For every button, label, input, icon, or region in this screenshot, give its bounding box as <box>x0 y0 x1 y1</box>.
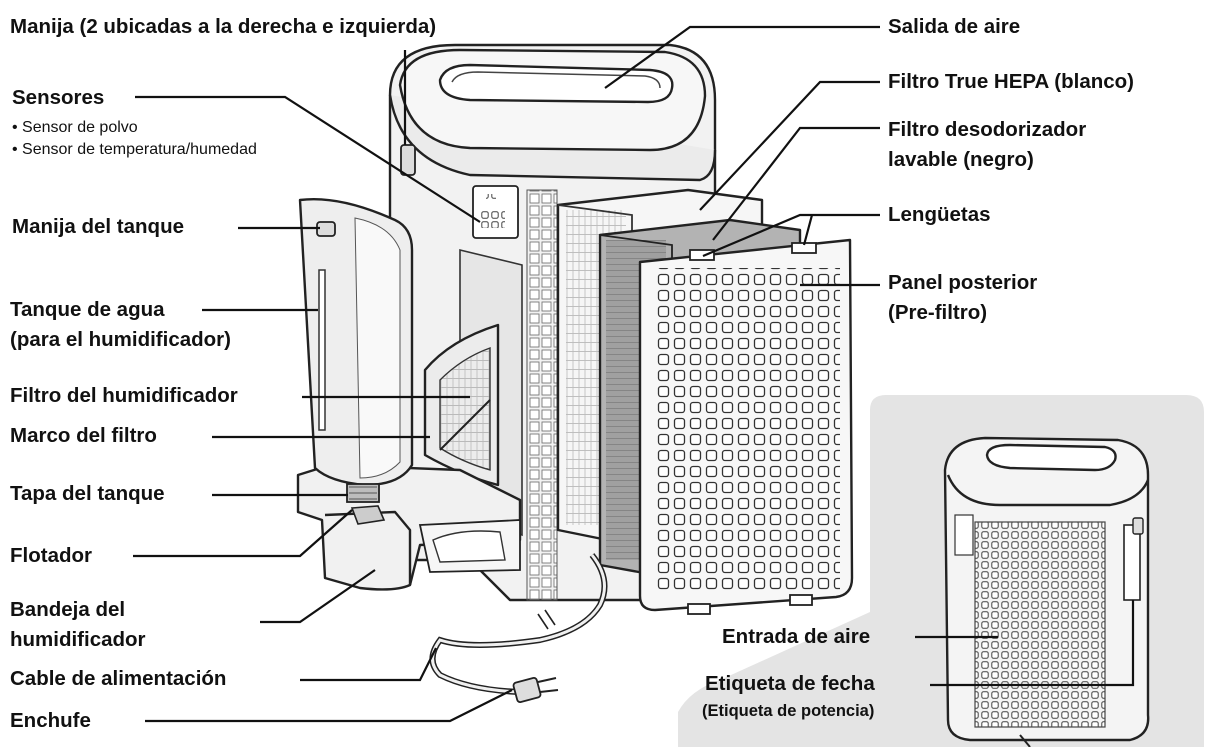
date-label-plate <box>1123 524 1141 601</box>
label-sensor-polvo: • Sensor de polvo <box>12 119 138 136</box>
label-panel-posterior-sub: (Pre-filtro) <box>888 301 988 324</box>
leader-lines <box>133 25 1135 723</box>
label-filtro-desodorizador: Filtro desodorizador <box>888 118 1087 141</box>
label-entrada-aire: Entrada de aire <box>722 625 871 648</box>
label-filtro-desodorizador-sub: lavable (negro) <box>888 148 1034 171</box>
label-manija-tanque: Manija del tanque <box>12 215 184 238</box>
label-panel-posterior: Panel posterior <box>888 271 1038 294</box>
power-cable <box>429 553 608 703</box>
label-bandeja: Bandeja del <box>10 598 126 621</box>
label-cable: Cable de alimentación <box>10 667 227 690</box>
label-etiqueta-fecha: Etiqueta de fecha <box>705 672 875 695</box>
air-outlet <box>438 63 674 104</box>
label-etiqueta-potencia: (Etiqueta de potencia) <box>702 702 875 720</box>
label-tanque-agua-sub: (para el humidificador) <box>10 328 231 351</box>
label-tanque-agua: Tanque de agua <box>10 298 165 321</box>
water-tank <box>298 198 414 525</box>
label-marco-filtro: Marco del filtro <box>10 424 157 447</box>
label-sensores: Sensores <box>12 86 105 109</box>
plug <box>512 677 542 703</box>
label-enchufe: Enchufe <box>10 709 91 732</box>
label-tapa-tanque: Tapa del tanque <box>10 482 165 505</box>
humidifier-filter <box>423 323 500 487</box>
label-filtro-hepa: Filtro True HEPA (blanco) <box>888 70 1135 93</box>
back-panel <box>638 238 854 615</box>
label-salida-aire: Salida de aire <box>888 15 1021 38</box>
label-sensor-temperatura: • Sensor de temperatura/humedad <box>12 141 257 158</box>
label-bandeja-sub: humidificador <box>10 628 146 651</box>
label-flotador: Flotador <box>10 544 92 567</box>
tab-left <box>689 249 715 261</box>
float <box>350 505 386 525</box>
inset-unit <box>943 436 1150 747</box>
label-filtro-humidificador: Filtro del humidificador <box>10 384 238 407</box>
label-manija: Manija (2 ubicadas a la derecha e izquie… <box>10 15 437 38</box>
label-lenguetas: Lengüetas <box>888 203 991 226</box>
side-handle <box>400 144 416 176</box>
